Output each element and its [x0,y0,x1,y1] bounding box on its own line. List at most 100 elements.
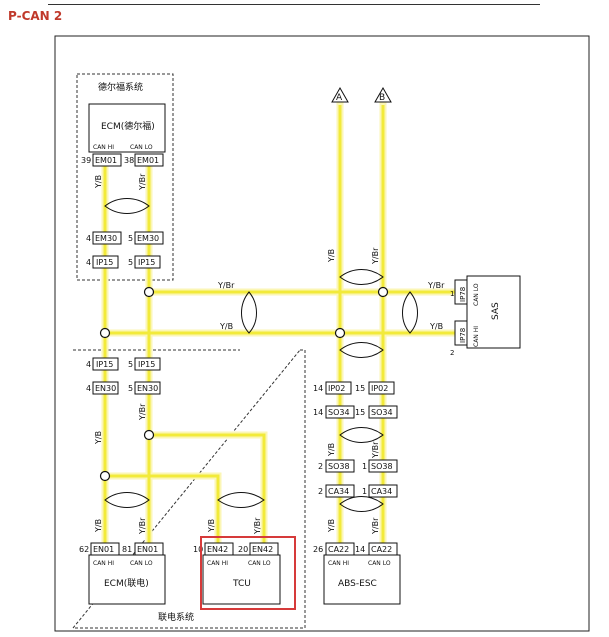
svg-text:14: 14 [355,545,365,554]
ip15-top-connectors: 4 IP15 5 IP15 [86,255,161,269]
svg-text:Y/Br: Y/Br [427,281,445,290]
svg-text:15: 15 [355,408,365,417]
ecm-top-lo: CAN LO [130,144,153,151]
ecm-top-connectors: 39 EM01 38 EM01 [81,153,164,167]
svg-text:4: 4 [86,384,91,393]
tcu-lo: CAN LO [248,560,271,567]
svg-text:EN30: EN30 [95,384,116,393]
svg-text:Y/Br: Y/Br [138,517,147,535]
tcu-connectors: 10 EN42 20 EN42 [193,542,279,556]
top-system-label: 德尔福系统 [98,81,143,93]
svg-text:SO38: SO38 [328,462,350,471]
abs-esc-hi: CAN HI [328,560,349,567]
svg-text:81: 81 [122,545,132,554]
svg-text:1: 1 [450,290,454,298]
twisted-pair-markers [104,198,418,512]
svg-text:4: 4 [86,234,91,243]
svg-text:15: 15 [355,384,365,393]
svg-text:CA34: CA34 [328,487,349,496]
svg-text:IP02: IP02 [328,384,345,393]
sas-hi: CAN HI [473,326,480,347]
bottom-system-label: 联电系统 [158,611,194,623]
svg-text:Y/B: Y/B [327,443,336,457]
tcu-highlight-box [200,536,296,610]
svg-text:IP02: IP02 [371,384,388,393]
sas-name: SAS [491,302,501,320]
svg-text:Y/B: Y/B [94,519,103,533]
svg-text:Y/Br: Y/Br [371,247,380,265]
tcu-module: CAN HI CAN LO TCU [202,554,281,605]
svg-text:IP78: IP78 [459,328,467,343]
svg-text:2: 2 [318,487,323,496]
svg-text:5: 5 [128,384,133,393]
svg-text:IP15: IP15 [96,360,113,369]
ecm-bottom-connectors: 62 EN01 81 EN01 [79,542,164,556]
svg-text:Y/B: Y/B [327,249,336,263]
wire-core [103,105,460,550]
ecm-top-hi: CAN HI [93,144,114,151]
svg-text:EM01: EM01 [137,156,159,165]
wire-color-labels: Y/B Y/Br Y/Br Y/B Y/Br Y/B Y/B Y/Br Y/B … [94,173,445,535]
svg-text:CA22: CA22 [328,545,349,554]
svg-text:CA22: CA22 [371,545,392,554]
sas-module: CAN LO CAN HI SAS [466,275,521,349]
svg-text:CA34: CA34 [371,487,392,496]
svg-text:14: 14 [313,408,323,417]
abs-esc-name: ABS-ESC [338,579,377,589]
svg-text:EM30: EM30 [137,234,159,243]
diagram-frame [54,35,590,632]
svg-text:A: A [336,93,343,103]
ecm-top-name: ECM(德尔福) [101,120,155,132]
bottom-system-boundary [71,349,306,629]
svg-text:20: 20 [238,545,248,554]
sas-lo: CAN LO [473,283,480,306]
tcu-name: TCU [232,579,251,589]
top-system-boundary [76,73,174,281]
svg-text:SO34: SO34 [328,408,350,417]
abs-esc-lo: CAN LO [368,560,391,567]
splice-nodes [99,286,389,482]
svg-text:EN01: EN01 [137,545,158,554]
svg-text:IP15: IP15 [138,360,155,369]
em30-connectors: 4 EM30 5 EM30 [86,231,164,245]
svg-text:2: 2 [318,462,323,471]
abs-esc-module: CAN HI CAN LO ABS-ESC [323,554,401,605]
svg-text:5: 5 [128,234,133,243]
svg-text:Y/Br: Y/Br [371,517,380,535]
svg-text:Y/B: Y/B [94,175,103,189]
ecm-bottom-lo: CAN LO [130,560,153,567]
header-rule [48,4,540,5]
ip15-bottom-connectors: 4 IP15 5 IP15 [86,357,161,371]
svg-text:Y/B: Y/B [327,519,336,533]
ecm-bottom-module: CAN HI CAN LO ECM(联电) [88,554,166,605]
abs-ca34: 2 CA34 1 CA34 [318,484,398,498]
abs-ip02: 14 IP02 15 IP02 [313,381,395,395]
svg-text:EN30: EN30 [137,384,158,393]
svg-text:Y/Br: Y/Br [138,173,147,191]
abs-so34: 14 SO34 15 SO34 [313,405,398,419]
svg-text:5: 5 [128,360,133,369]
svg-text:EN42: EN42 [252,545,273,554]
ecm-bottom-hi: CAN HI [93,560,114,567]
svg-text:IP15: IP15 [138,258,155,267]
svg-text:SO34: SO34 [371,408,393,417]
svg-text:Y/B: Y/B [429,322,443,331]
wire-glow [101,101,464,554]
offpage-connector-a: A [331,86,349,103]
svg-text:IP15: IP15 [96,258,113,267]
ecm-bottom-name: ECM(联电) [104,577,149,589]
offpage-connector-b: B [374,86,392,103]
en30-connectors: 4 EN30 5 EN30 [86,381,161,395]
svg-text:39: 39 [81,156,91,165]
svg-text:26: 26 [313,545,323,554]
svg-text:EN42: EN42 [207,545,228,554]
abs-ca22: 26 CA22 14 CA22 [313,542,398,556]
svg-text:4: 4 [86,360,91,369]
svg-text:B: B [379,93,385,103]
svg-text:Y/Br: Y/Br [253,517,262,535]
svg-text:Y/B: Y/B [207,519,216,533]
svg-text:1: 1 [362,487,367,496]
svg-text:2: 2 [450,349,454,357]
svg-text:Y/B: Y/B [94,431,103,445]
